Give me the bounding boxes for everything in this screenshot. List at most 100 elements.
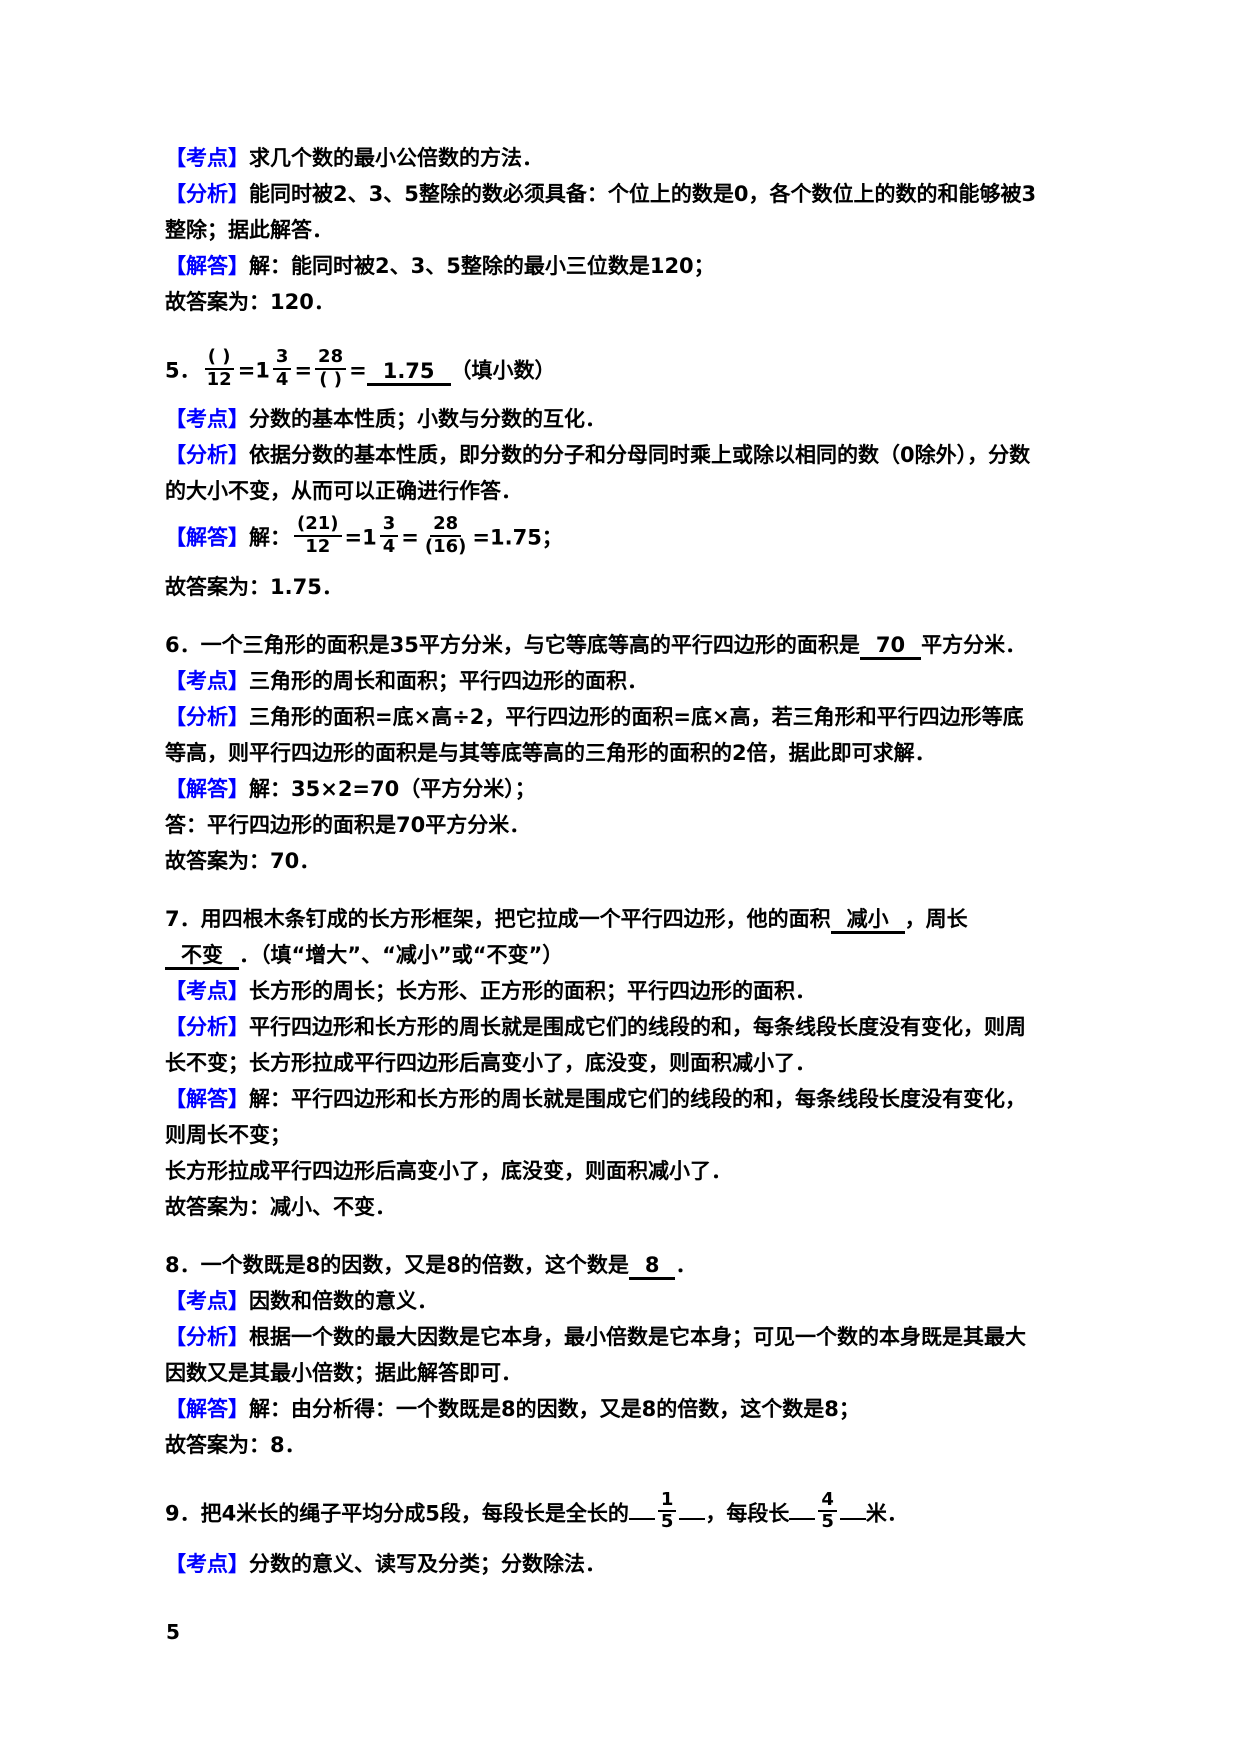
equals-text: = [294, 358, 313, 383]
blank-underline [628, 1496, 655, 1521]
kaodian-line: 【考点】三角形的周长和面积；平行四边形的面积． [165, 663, 1040, 699]
fraction-denominator: 4 [275, 368, 289, 390]
kaodian-text: 三角形的周长和面积；平行四边形的面积． [249, 668, 648, 693]
fraction-numerator: 4 [818, 1489, 837, 1513]
page-number: 5 [166, 1620, 180, 1644]
kaodian-text: 分数的基本性质；小数与分数的互化． [249, 407, 606, 432]
fenxi-label: 【分析】 [165, 704, 249, 729]
kaodian-line: 【考点】因数和倍数的意义． [165, 1283, 1040, 1319]
fraction-numerator: 28 [430, 514, 462, 538]
fraction: 28( ) [315, 346, 347, 390]
conclusion-line: 故答案为：120． [165, 284, 1040, 320]
fraction-numerator: 1 [657, 1489, 677, 1513]
conclusion-line: 故答案为：减小、不变． [165, 1189, 1040, 1225]
answer-sentence: 答：平行四边形的面积是70平方分米． [165, 807, 1040, 843]
equals-result: =1.75； [472, 526, 563, 551]
jieda-label: 【解答】 [165, 526, 249, 551]
kaodian-label: 【考点】 [165, 978, 249, 1003]
fraction-numerator: ( ) [204, 346, 234, 370]
jieda-text: 解：35×2=70（平方分米）； [249, 776, 536, 801]
equals-text: = [349, 358, 367, 383]
equals-text: =1 [344, 526, 377, 551]
equals-text: =1 [237, 358, 270, 383]
jieda-label: 【解答】 [165, 1086, 249, 1111]
fenxi-line: 【分析】根据一个数的最大因数是它本身，最小倍数是它本身；可见一个数的本身既是其最… [165, 1319, 1040, 1391]
fraction-denominator: 12 [206, 368, 232, 390]
jieda-extra-text: 长方形拉成平行四边形后高变小了，底没变，则面积减小了． [165, 1158, 732, 1183]
kaodian-text: 因数和倍数的意义． [249, 1288, 438, 1313]
kaodian-line: 【考点】求几个数的最小公倍数的方法． [165, 140, 1040, 176]
question-mid: ，每段长 [705, 1501, 790, 1526]
blank-underline [679, 1496, 706, 1521]
fraction-denominator: 5 [821, 1511, 834, 1533]
equals-text: = [401, 526, 419, 551]
jieda-label: 【解答】 [165, 1396, 249, 1421]
fraction: 28(16) [422, 514, 470, 557]
question-tail: 米． [865, 1501, 908, 1526]
kaodian-label: 【考点】 [165, 1288, 249, 1313]
question-tail: （填小数） [450, 358, 556, 383]
question-number: 5． [165, 358, 201, 383]
jieda-label: 【解答】 [165, 254, 249, 278]
conclusion-line: 故答案为：1.75． [165, 569, 1040, 605]
jieda-label: 【解答】 [165, 776, 249, 801]
kaodian-text: 长方形的周长；长方形、正方形的面积；平行四边形的面积． [249, 978, 816, 1003]
kaodian-label: 【考点】 [165, 146, 249, 170]
kaodian-text: 分数的意义、读写及分类；分数除法． [249, 1552, 606, 1577]
kaodian-label: 【考点】 [165, 668, 249, 693]
answer-blank: 不变 [165, 943, 239, 970]
jieda-extra-line: 长方形拉成平行四边形后高变小了，底没变，则面积减小了． [165, 1153, 1040, 1189]
conclusion-text: 故答案为：减小、不变． [165, 1194, 396, 1219]
fraction-denominator: 4 [382, 536, 396, 558]
conclusion-text: 故答案为：70． [165, 848, 321, 873]
fraction-denominator: (16) [424, 536, 467, 558]
conclusion-line: 故答案为：8． [165, 1427, 1040, 1463]
fenxi-line: 【分析】三角形的面积=底×高÷2，平行四边形的面积=底×高，若三角形和平行四边形… [165, 699, 1040, 771]
fenxi-text: 依据分数的基本性质，即分数的分子和分母同时乘上或除以相同的数（0除外），分数的大… [165, 443, 1031, 504]
fraction-numerator: 28 [315, 346, 347, 370]
kaodian-label: 【考点】 [165, 1552, 249, 1577]
fraction-numerator: 3 [272, 346, 292, 370]
fenxi-text: 根据一个数的最大因数是它本身，最小倍数是它本身；可见一个数的本身既是其最大因数又… [165, 1324, 1026, 1385]
jieda-line: 【解答】解：能同时被2、3、5整除的最小三位数是120； [165, 248, 1040, 284]
jieda-text: 解：能同时被2、3、5整除的最小三位数是120； [249, 254, 715, 278]
answer-text: 答：平行四边形的面积是70平方分米． [165, 812, 531, 837]
blank-underline [839, 1496, 866, 1521]
fenxi-line: 【分析】依据分数的基本性质，即分数的分子和分母同时乘上或除以相同的数（0除外），… [165, 437, 1040, 509]
kaodian-line: 【考点】分数的基本性质；小数与分数的互化． [165, 401, 1040, 437]
fraction: (21)12 [294, 514, 342, 557]
fenxi-text: 能同时被2、3、5整除的数必须具备：个位上的数是0，各个数位上的数的和能够被3整… [165, 182, 1037, 242]
jieda-text: 解：平行四边形和长方形的周长就是围成它们的线段的和，每条线段长度没有变化，则周长… [165, 1086, 1026, 1147]
question-tail: ．（填“增大”、“减小”或“不变”） [239, 942, 564, 967]
conclusion-text: 故答案为：120． [165, 290, 335, 314]
problem-7-question: 7．用四根木条钉成的长方形框架，把它拉成一个平行四边形，他的面积减小，周长不变．… [165, 901, 1040, 973]
kaodian-line: 【考点】长方形的周长；长方形、正方形的面积；平行四边形的面积． [165, 973, 1040, 1009]
jieda-line: 【解答】解：由分析得：一个数既是8的因数，又是8的倍数，这个数是8； [165, 1391, 1040, 1427]
conclusion-text: 故答案为：1.75． [165, 574, 343, 599]
answer-blank: 70 [859, 633, 922, 660]
question-tail: ． [675, 1252, 697, 1277]
jieda-line: 【解答】解：平行四边形和长方形的周长就是围成它们的线段的和，每条线段长度没有变化… [165, 1081, 1040, 1153]
fraction: ( )12 [204, 346, 235, 390]
question-text: 6．一个三角形的面积是35平方分米，与它等底等高的平行四边形的面积是 [165, 632, 860, 657]
conclusion-text: 故答案为：8． [165, 1432, 306, 1457]
conclusion-line: 故答案为：70． [165, 843, 1040, 879]
blank-underline [789, 1496, 816, 1521]
kaodian-text: 求几个数的最小公倍数的方法． [249, 146, 543, 170]
fraction-denominator: 12 [305, 536, 331, 558]
kaodian-label: 【考点】 [165, 407, 249, 432]
question-text: 9．把4米长的绳子平均分成5段，每段长是全长的 [165, 1501, 629, 1526]
fenxi-text: 平行四边形和长方形的周长就是围成它们的线段的和，每条线段长度没有变化，则周长不变… [165, 1014, 1026, 1075]
fenxi-line: 【分析】平行四边形和长方形的周长就是围成它们的线段的和，每条线段长度没有变化，则… [165, 1009, 1040, 1081]
